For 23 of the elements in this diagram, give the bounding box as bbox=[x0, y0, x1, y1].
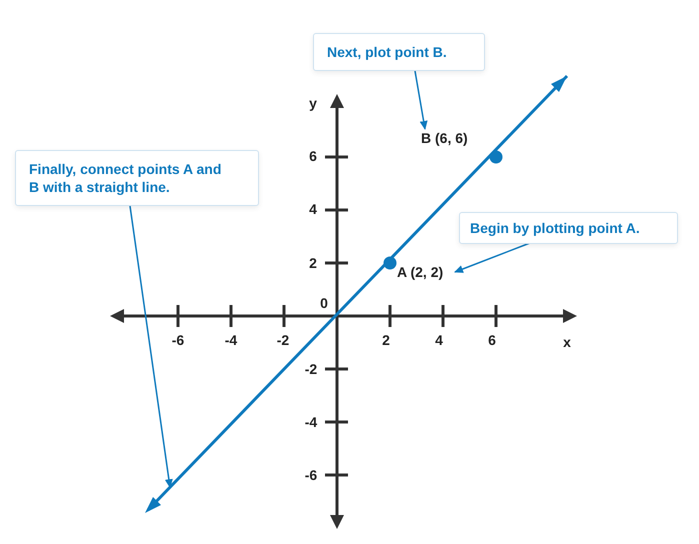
tick-label: 4 bbox=[309, 201, 317, 217]
tick-label: -4 bbox=[304, 414, 318, 430]
point-label: B (6, 6) bbox=[421, 129, 495, 147]
axis-label: y bbox=[309, 95, 317, 111]
tick-label: -2 bbox=[304, 361, 318, 377]
tick-label: 0 bbox=[320, 295, 328, 311]
leader-line bbox=[129, 206, 173, 488]
tick-label: 2 bbox=[382, 332, 390, 348]
axis-label: x bbox=[563, 334, 571, 350]
tick-label: -6 bbox=[304, 467, 318, 483]
tick-label: 2 bbox=[309, 255, 317, 271]
point-label: A (2, 2) bbox=[397, 263, 455, 281]
callout-box: Next, plot point B. bbox=[313, 33, 485, 71]
tick-label: 6 bbox=[488, 332, 496, 348]
callout-box: Begin by plotting point A. bbox=[459, 212, 678, 244]
tick-label: -2 bbox=[276, 332, 290, 348]
tick-label: -6 bbox=[172, 332, 184, 348]
tick-label: 4 bbox=[435, 332, 443, 348]
callout-box: Finally, connect points A and B with a straight line. bbox=[15, 150, 259, 206]
leader-line bbox=[414, 70, 428, 130]
tick-label: -4 bbox=[224, 332, 238, 348]
tick-label: 6 bbox=[309, 148, 317, 164]
leader-line bbox=[454, 242, 530, 273]
